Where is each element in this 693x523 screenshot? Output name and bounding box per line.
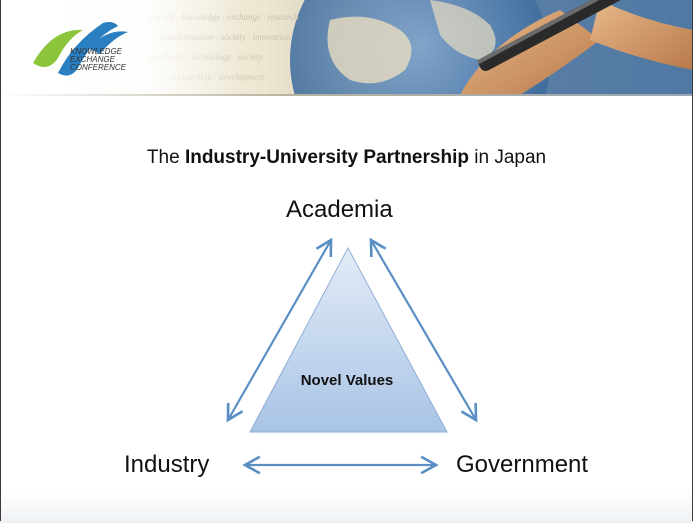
logo-line-2: EXCHANGE <box>70 55 115 64</box>
novel-values-label: Novel Values <box>300 372 394 389</box>
title-prefix: The <box>146 147 185 168</box>
kec-logo-icon <box>33 22 128 76</box>
arrow-academia-government <box>369 237 478 423</box>
header-banner: society · knowledge · exchange · researc… <box>0 0 693 95</box>
footer-band <box>0 492 693 523</box>
slide-title: The Industry-University Partnership in J… <box>0 147 693 169</box>
title-bold: Industry-University Partnership <box>184 147 469 168</box>
logo-line-1: KNOWLEDGE <box>70 47 123 56</box>
node-academia: Academia <box>286 196 393 223</box>
arrow-academia-industry <box>226 237 333 423</box>
logo-line-3: CONFERENCE <box>70 63 127 72</box>
banner-fade <box>0 0 240 95</box>
logo-text: KNOWLEDGE EXCHANGE CONFERENCE <box>70 48 150 72</box>
title-suffix: in Japan <box>468 147 547 168</box>
header-divider <box>0 94 693 96</box>
node-industry: Industry <box>124 451 210 478</box>
node-government: Government <box>456 451 589 478</box>
